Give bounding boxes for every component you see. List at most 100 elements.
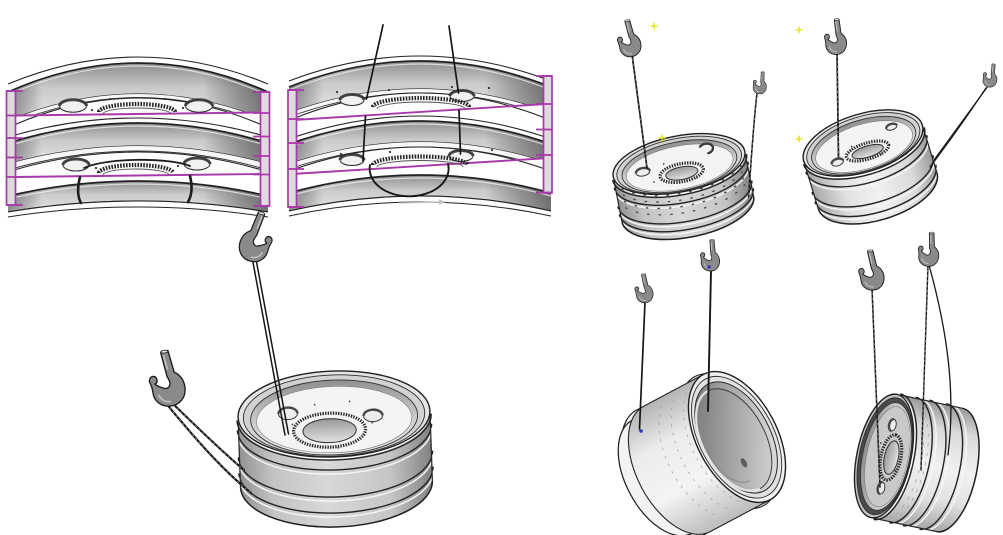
rim-3d-right-bottom-1 xyxy=(617,370,787,535)
hook-highlight xyxy=(864,281,874,288)
speck-dot xyxy=(388,150,392,154)
rim-barrel-texture xyxy=(622,171,744,203)
rim-ring-highlight xyxy=(617,183,754,228)
hub-bore xyxy=(883,440,900,475)
hook-body xyxy=(824,18,847,55)
rim-ring-highlight xyxy=(906,400,951,528)
arrow-head xyxy=(439,199,446,205)
rim-flange-lip-top xyxy=(7,117,269,138)
hub-bore-inner-edge xyxy=(102,107,172,115)
hub-bore xyxy=(851,143,884,160)
hook-shank-cap xyxy=(833,18,840,21)
hook-shank-cap xyxy=(709,239,715,242)
hand-hole-wall xyxy=(830,157,845,165)
cable-braid-texture xyxy=(920,264,929,471)
rim-barrel-texture xyxy=(623,177,745,210)
speck-dot xyxy=(291,423,294,426)
rim-barrel xyxy=(872,394,979,532)
crane-hook-r3-right xyxy=(700,239,720,272)
cable-line xyxy=(165,402,253,495)
sling-drop xyxy=(76,175,83,205)
crane-hook-r4-left xyxy=(858,249,885,291)
rim-stack-section-right xyxy=(287,55,553,217)
rim-ring-edge xyxy=(613,161,749,206)
rim-barrel-top-highlight xyxy=(288,63,552,91)
rim-barrel-top-highlight xyxy=(288,177,552,197)
hook-shank-highlight xyxy=(868,253,873,264)
rim-bead-bottom xyxy=(7,150,269,171)
hook-highlight xyxy=(754,87,760,93)
rim-silhouette-left xyxy=(237,420,242,488)
crane-hook-r2-small xyxy=(982,63,998,88)
rim-silhouette-left xyxy=(804,163,819,210)
rim-bottom-edge xyxy=(621,196,755,241)
rim-barrel-top-edge xyxy=(7,180,269,197)
disc-notch-mark xyxy=(698,142,715,155)
speck-dot xyxy=(387,88,391,92)
hook-shank-cap xyxy=(929,231,935,235)
rim-ring-edge xyxy=(237,450,434,498)
rim-disc-top-edge xyxy=(13,151,263,171)
rim-barrel-top-edge xyxy=(7,62,269,93)
rim-barrel-shade xyxy=(289,61,551,113)
rim-ring-edge xyxy=(814,164,937,218)
cable-braid-texture xyxy=(169,400,245,471)
hook-highlight xyxy=(623,48,632,55)
hook-body xyxy=(616,19,642,58)
sling-c-left-2 xyxy=(165,402,253,495)
cable-line xyxy=(707,270,712,412)
speck-dot xyxy=(894,469,897,472)
crane-hook-r2-main xyxy=(824,18,847,55)
hook-body xyxy=(634,273,654,304)
hand-hole-wall xyxy=(184,98,214,107)
rim-barrel-texture xyxy=(624,183,746,216)
rim-ring-highlight xyxy=(812,157,935,211)
speck-dot xyxy=(339,152,343,156)
speck-dot xyxy=(371,421,374,424)
rim-3d-right-top-1 xyxy=(611,132,755,241)
hook-highlight xyxy=(984,80,990,86)
hook-shank-highlight xyxy=(162,354,169,370)
hook-shank-highlight xyxy=(626,22,630,33)
hook-highlight xyxy=(828,46,837,53)
sling-r2-small-2 xyxy=(929,87,987,168)
hook-shank-highlight xyxy=(256,216,263,230)
hub-bore-serration xyxy=(370,95,472,108)
rim-ring-edge xyxy=(902,399,947,527)
rim-flange-lip xyxy=(289,56,551,87)
rim-ring-edge xyxy=(805,134,928,188)
hub-bore-serration xyxy=(96,162,176,174)
sling-r3-right xyxy=(707,270,712,412)
rim-ring-highlight xyxy=(619,191,755,236)
hub-bore-serration xyxy=(878,433,904,482)
cable-braid-texture xyxy=(748,92,758,198)
rim-barrel-top-edge xyxy=(288,60,552,88)
far-hand-hole-glimpse xyxy=(740,458,748,468)
section-cut-line xyxy=(14,173,262,178)
rim-silhouette-right xyxy=(899,394,963,409)
hand-hole-wall xyxy=(448,89,476,97)
crane-hook-r3-left xyxy=(634,273,654,304)
rim-silhouette-left xyxy=(873,517,937,533)
hook-highlight xyxy=(157,394,172,403)
hook-shank-cap xyxy=(867,249,874,253)
hook-body xyxy=(982,63,998,88)
speck-dot xyxy=(348,400,351,403)
rim-barrel-top-edge xyxy=(288,120,552,145)
rim-flange-lip xyxy=(289,116,551,144)
hand-hole-wall xyxy=(277,406,299,415)
datum-point-marker xyxy=(795,26,803,34)
speck-dot xyxy=(181,106,185,110)
section-cut-bar xyxy=(287,89,298,208)
datum-point-marker xyxy=(795,135,803,143)
rim-barrel-top-highlight xyxy=(7,183,269,200)
hub-bore xyxy=(665,165,699,181)
sling-r4-right-1 xyxy=(920,264,929,471)
hook-shank-highlight xyxy=(991,65,994,72)
cable-braid-texture xyxy=(871,287,881,488)
section-cut-bar xyxy=(542,75,553,194)
speck-dot xyxy=(850,145,853,148)
cable-line xyxy=(365,24,384,100)
